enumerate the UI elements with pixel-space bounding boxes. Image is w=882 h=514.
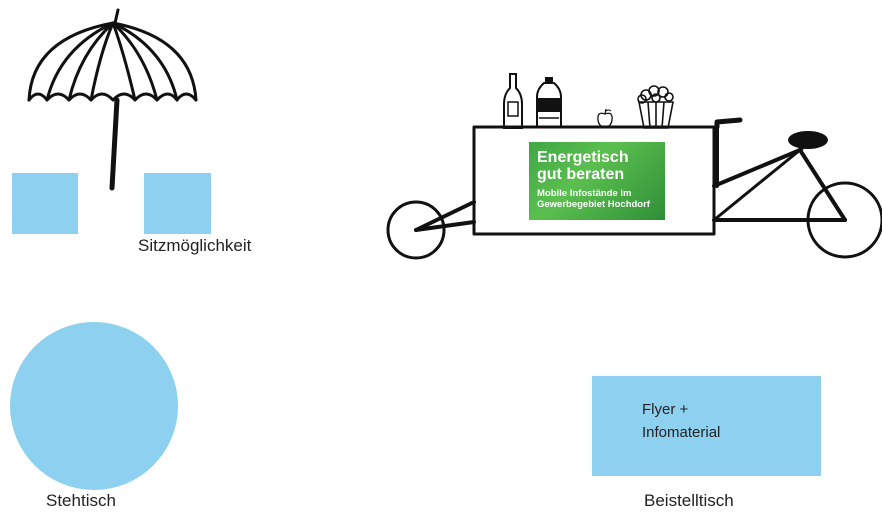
side-table-label: Beistelltisch bbox=[644, 491, 734, 510]
umbrella-icon bbox=[27, 8, 198, 191]
sign-title-line1: Energetisch bbox=[537, 149, 629, 166]
info-sign: Energetisch gut beraten Mobile Infoständ… bbox=[529, 142, 665, 220]
standing-table bbox=[10, 322, 178, 490]
cargo-bike-icon bbox=[386, 117, 882, 260]
sign-sub-line1: Mobile Infostände im bbox=[537, 188, 632, 199]
sign-title-line2: gut beraten bbox=[537, 166, 625, 183]
standing-table-label: Stehtisch bbox=[46, 491, 116, 510]
apple-icon bbox=[597, 108, 613, 128]
flyer-label-line1: Flyer + bbox=[642, 401, 689, 418]
seat-right bbox=[144, 173, 211, 234]
bottle-icon bbox=[503, 73, 523, 129]
seating-label: Sitzmöglichkeit bbox=[138, 236, 252, 255]
water-bottle-icon bbox=[536, 77, 562, 128]
side-table: Flyer + Infomaterial bbox=[592, 376, 821, 476]
sign-sub-line2: Gewerbegebiet Hochdorf bbox=[537, 199, 650, 210]
flyer-label-line2: Infomaterial bbox=[642, 424, 721, 441]
seat-left bbox=[12, 173, 78, 234]
popcorn-icon bbox=[637, 85, 674, 129]
